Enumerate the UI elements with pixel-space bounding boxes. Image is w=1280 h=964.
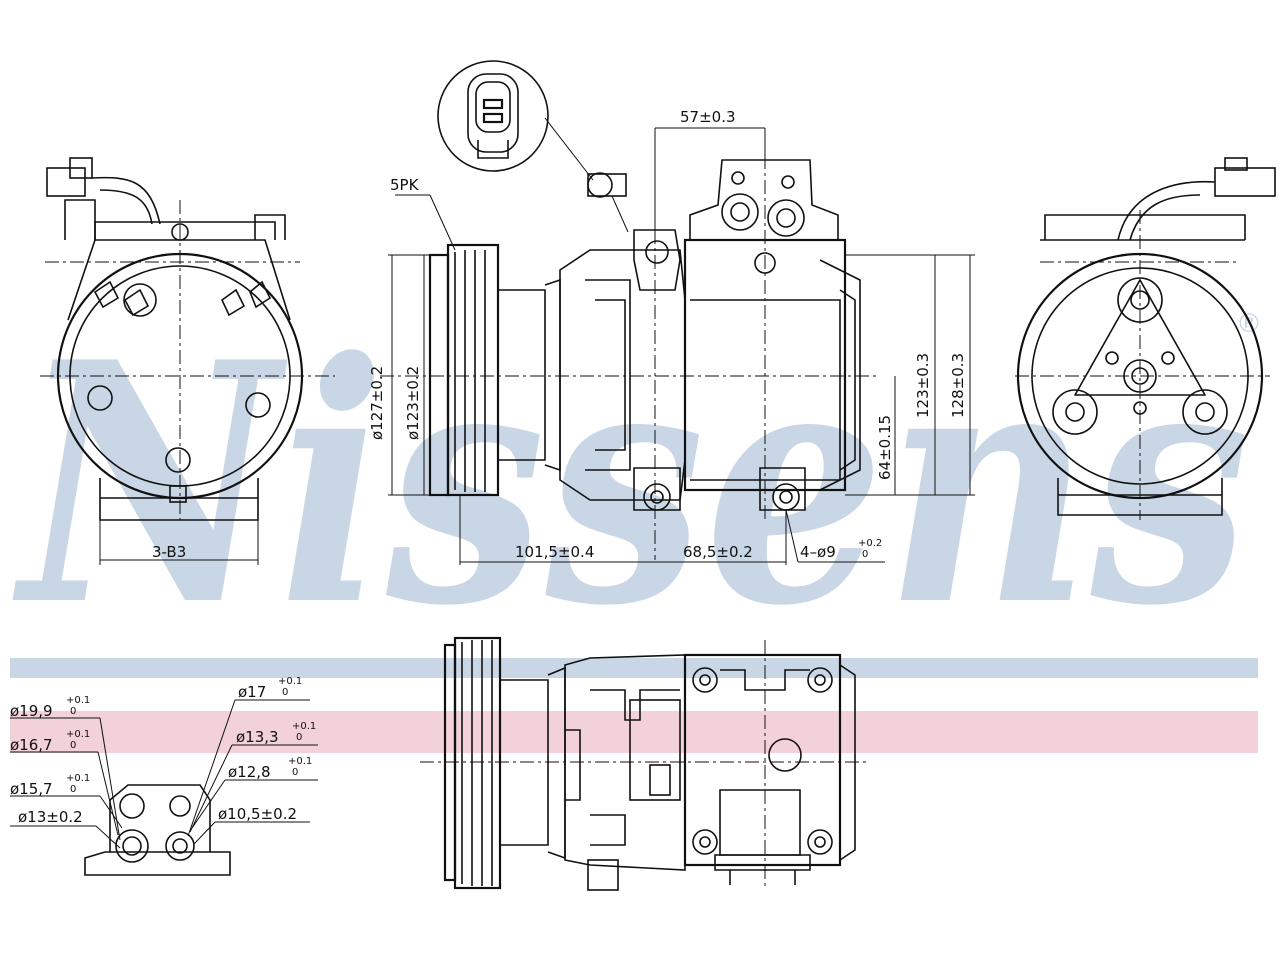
port-6-upper: +0.1: [288, 756, 312, 767]
height-64-label: 64±0.15: [876, 415, 894, 480]
belt-label: 5PK: [390, 176, 420, 194]
port-2-lower: 0: [70, 784, 76, 795]
port-6-label: ø12,8: [228, 763, 271, 781]
height-128-label: 128±0.3: [949, 353, 967, 418]
port-2-upper: +0.1: [66, 773, 90, 784]
right-front-view: [1015, 157, 1276, 520]
connector-detail: [437, 60, 629, 233]
bottom-view: [420, 636, 870, 891]
height-123-label: 123±0.3: [914, 353, 932, 418]
blue-band: [10, 658, 1258, 678]
left-front-view: 3-B3: [40, 157, 335, 565]
diameter-127-label: ø127±0.2: [368, 366, 386, 440]
width-101-label: 101,5±0.4: [515, 543, 594, 561]
port-3-label: ø13±0.2: [18, 808, 83, 826]
port-5-upper: +0.1: [292, 721, 316, 732]
width-57-label: 57±0.3: [680, 108, 736, 126]
holes-tol-lower: 0: [862, 549, 868, 560]
main-side-view: ø127±0.2 ø123±0.2 5PK 57±0.3 64±0.15 123…: [368, 108, 975, 565]
port-4-upper: +0.1: [278, 676, 302, 687]
port-1-label: ø16,7: [10, 736, 53, 754]
port-6-lower: 0: [292, 767, 298, 778]
port-2-label: ø15,7: [10, 780, 53, 798]
port-5-label: ø13,3: [236, 728, 279, 746]
port-7-label: ø10,5±0.2: [218, 805, 297, 823]
port-detail-view: ø19,9 +0.1 0 ø16,7 +0.1 0 ø15,7 +0.1 0 ø…: [10, 676, 318, 876]
pink-band: [10, 711, 1258, 753]
holes-tol-upper: +0.2: [858, 538, 882, 549]
port-1-upper: +0.1: [66, 729, 90, 740]
bolt-pattern-label: 3-B3: [152, 543, 186, 561]
holes-label: 4–ø9: [800, 543, 836, 561]
diameter-123-label: ø123±0.2: [404, 366, 422, 440]
port-1-lower: 0: [70, 740, 76, 751]
port-0-label: ø19,9: [10, 702, 53, 720]
port-0-upper: +0.1: [66, 695, 90, 706]
width-68-label: 68,5±0.2: [683, 543, 753, 561]
port-5-lower: 0: [296, 732, 302, 743]
port-4-lower: 0: [282, 687, 288, 698]
port-0-lower: 0: [70, 706, 76, 717]
port-4-label: ø17: [238, 683, 266, 701]
